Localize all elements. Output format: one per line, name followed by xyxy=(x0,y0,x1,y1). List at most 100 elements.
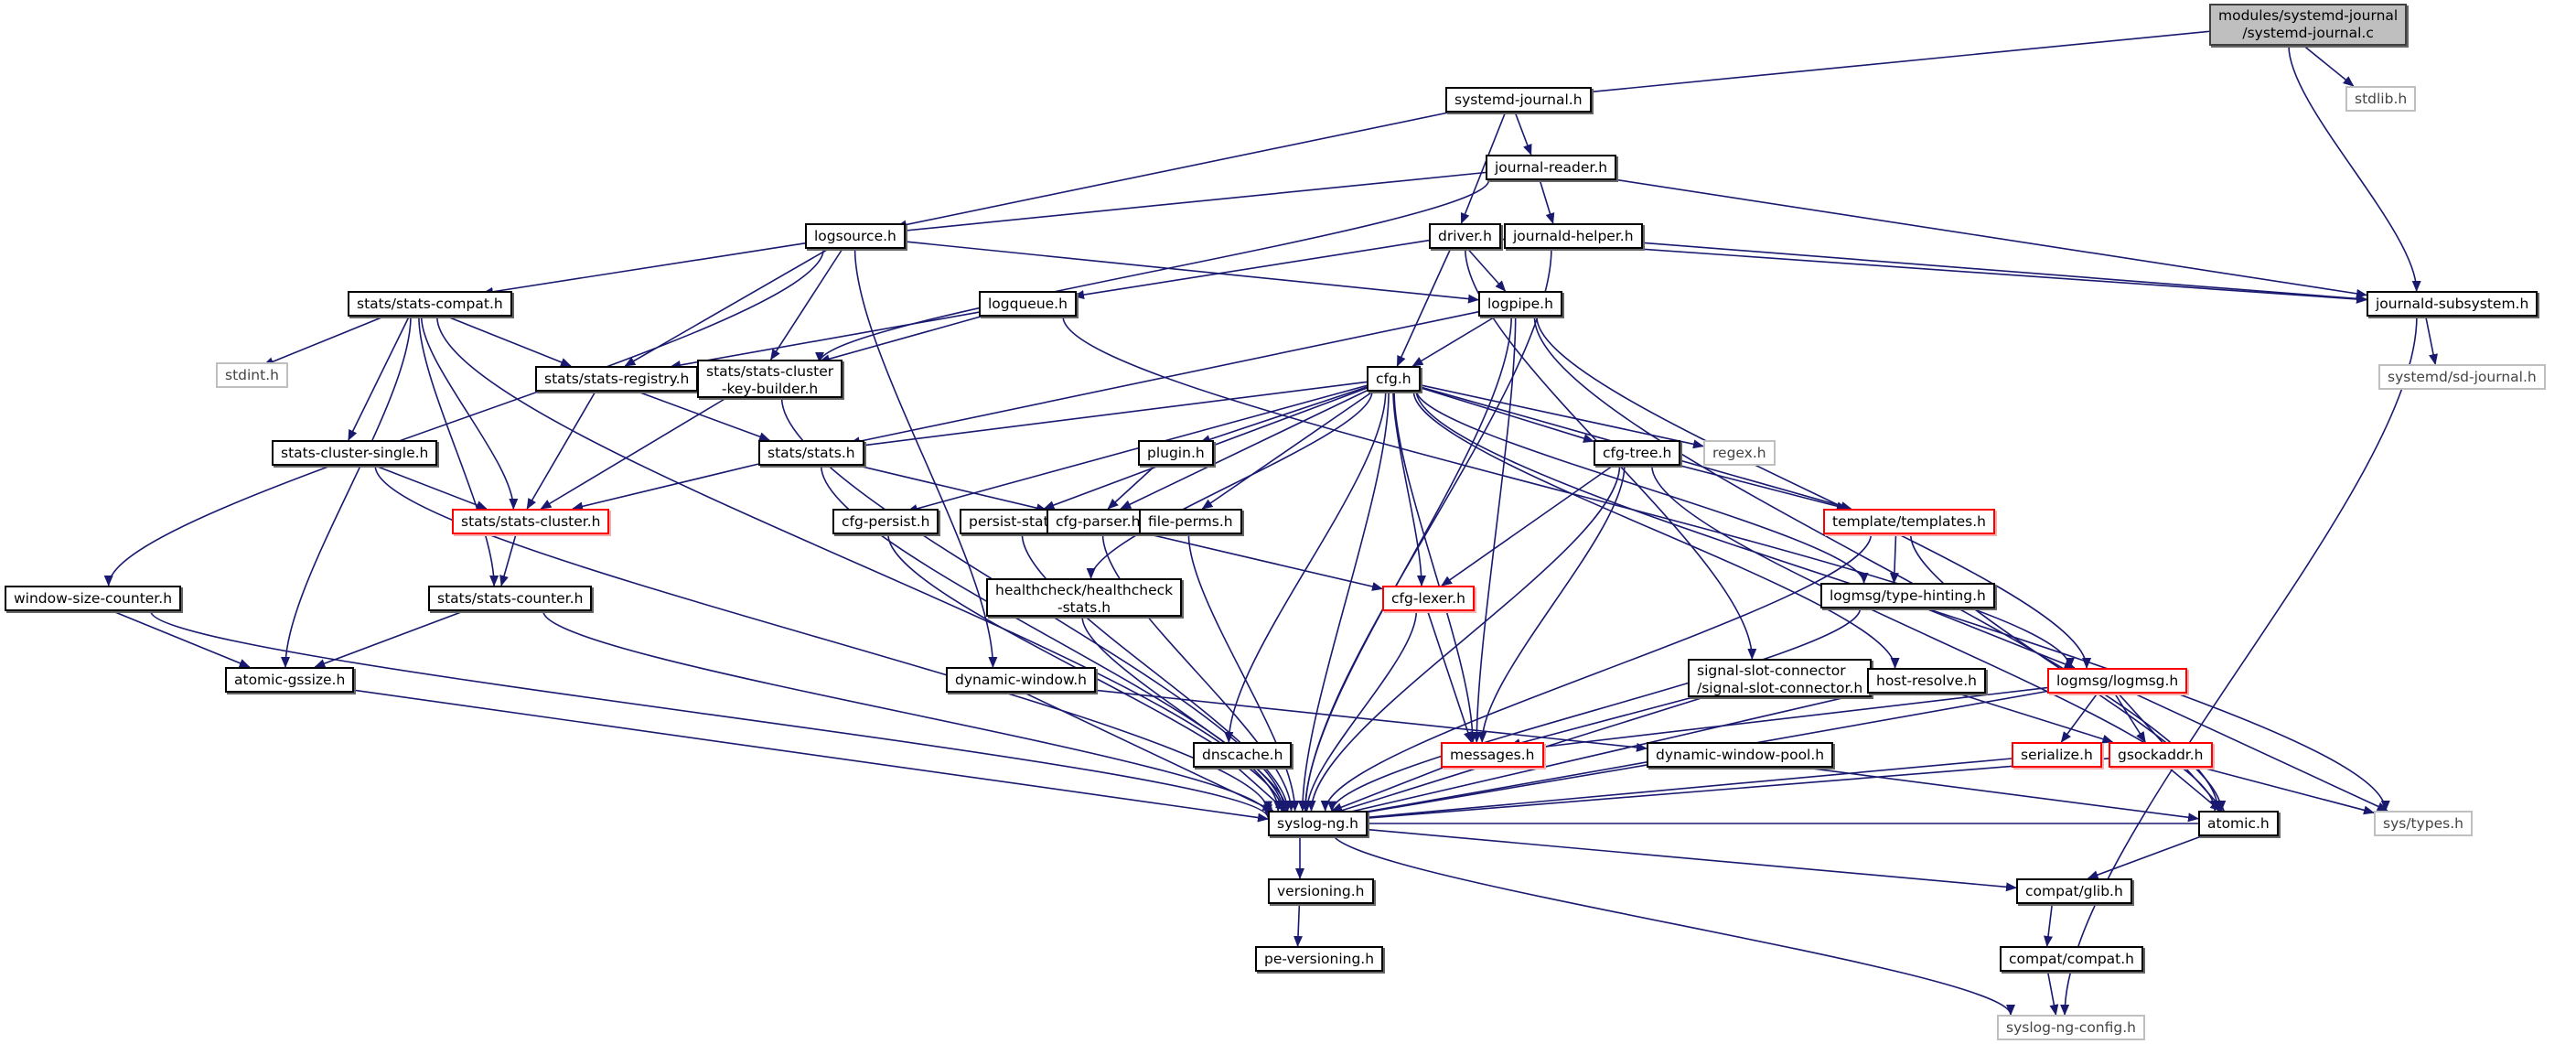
edge-dynamic-window-h-to-dynamic-window-pool-h xyxy=(1047,684,1648,752)
graph-node-dynamic-window-pool-h[interactable]: dynamic-window-pool.h xyxy=(1647,742,1834,768)
edge-stats-cluster-h-to-stats-counter-h xyxy=(499,533,517,587)
edge-stats-compat-h-to-stats-cluster-h xyxy=(420,316,519,510)
graph-node-gsockaddr-h[interactable]: gsockaddr.h xyxy=(2109,742,2213,768)
graph-node-pe-versioning-h[interactable]: pe-versioning.h xyxy=(1255,946,1384,972)
edge-stats-compat-h-to-stats-cluster-single-h xyxy=(348,316,410,441)
edge-logpipe-h-to-logmsg-logmsg-h xyxy=(1536,316,2092,669)
graph-node-logpipe-h[interactable]: logpipe.h xyxy=(1478,291,1562,317)
graph-node-journal-reader-h[interactable]: journal-reader.h xyxy=(1486,155,1617,180)
graph-node-stats-compat-h[interactable]: stats/stats-compat.h xyxy=(348,291,512,317)
edge-cfg-h-to-plugin-h xyxy=(1199,386,1368,444)
graph-node-syslog-ng-config-h[interactable]: syslog-ng-config.h xyxy=(1997,1015,2145,1040)
graph-node-signal-slot-connector-h[interactable]: signal-slot-connector /signal-slot-conne… xyxy=(1688,659,1873,697)
edge-logqueue-h-to-logmsg-logmsg-h xyxy=(1062,316,2075,669)
graph-node-logqueue-h[interactable]: logqueue.h xyxy=(979,291,1077,317)
edge-journal-reader-h-to-journald-subsystem-h xyxy=(1585,174,2367,298)
edge-journal-reader-h-to-journald-helper-h xyxy=(1539,179,1555,224)
edge-logqueue-h-to-stats-cluster-key-builder-h xyxy=(819,316,982,364)
edge-template-templates-h-to-syslog-ng-h xyxy=(1320,533,1873,812)
edge-host-resolve-h-to-gsockaddr-h xyxy=(1958,693,2114,744)
graph-node-stats-registry-h[interactable]: stats/stats-registry.h xyxy=(535,366,699,392)
edge-cfg-h-to-file-perms-h xyxy=(1201,391,1374,510)
graph-node-logmsg-logmsg-h[interactable]: logmsg/logmsg.h xyxy=(2047,668,2188,694)
graph-node-cfg-tree-h[interactable]: cfg-tree.h xyxy=(1594,440,1681,466)
edge-cfg-parser-h-to-cfg-lexer-h xyxy=(1141,532,1383,591)
edge-cfg-h-to-messages-h xyxy=(1393,391,1477,743)
graph-node-driver-h[interactable]: driver.h xyxy=(1429,223,1501,249)
edge-stats-stats-h-to-cfg-parser-h xyxy=(849,463,1047,513)
graph-node-stats-cluster-single-h[interactable]: stats-cluster-single.h xyxy=(272,440,438,466)
graph-node-compat-compat-h[interactable]: compat/compat.h xyxy=(2000,946,2144,972)
edge-compat-compat-h-to-syslog-ng-config-h xyxy=(2046,971,2059,1016)
graph-node-stats-stats-h[interactable]: stats/stats.h xyxy=(758,440,864,466)
edge-file-perms-h-to-syslog-ng-h xyxy=(1187,533,1300,812)
edge-logmsg-type-hinting-h-to-logmsg-logmsg-h xyxy=(1925,608,2076,669)
edge-plugin-h-to-cfg-parser-h xyxy=(1107,465,1156,510)
edge-syslog-ng-h-to-compat-glib-h xyxy=(1331,825,2017,892)
graph-node-stdlib-h[interactable]: stdlib.h xyxy=(2345,86,2417,112)
edge-journald-helper-h-to-journald-subsystem-h xyxy=(1609,239,2367,304)
graph-node-compat-glib-h[interactable]: compat/glib.h xyxy=(2016,878,2132,904)
graph-node-cfg-persist-h[interactable]: cfg-persist.h xyxy=(832,509,939,534)
edge-cfg-lexer-h-to-messages-h xyxy=(1426,610,1473,743)
edge-cfg-h-to-healthcheck-stats-h xyxy=(1086,391,1373,579)
edge-template-templates-h-to-logmsg-type-hinting-h xyxy=(1889,533,1899,584)
graph-node-journald-helper-h[interactable]: journald-helper.h xyxy=(1504,223,1643,249)
edge-versioning-h-to-pe-versioning-h xyxy=(1293,903,1304,947)
graph-node-versioning-h[interactable]: versioning.h xyxy=(1268,878,1374,904)
graph-node-atomic-h[interactable]: atomic.h xyxy=(2198,811,2279,836)
graph-node-syslog-ng-h[interactable]: syslog-ng.h xyxy=(1268,811,1368,836)
graph-node-plugin-h[interactable]: plugin.h xyxy=(1138,440,1214,466)
graph-node-logsource-h[interactable]: logsource.h xyxy=(805,223,906,249)
graph-node-systemd-journal-h[interactable]: systemd-journal.h xyxy=(1445,87,1592,113)
edge-logsource-h-to-stats-cluster-key-builder-h xyxy=(769,248,843,361)
edge-logqueue-h-to-stats-registry-h xyxy=(670,311,980,370)
graph-node-root[interactable]: modules/systemd-journal /systemd-journal… xyxy=(2209,4,2408,46)
graph-node-cfg-h[interactable]: cfg.h xyxy=(1367,366,1421,392)
edge-logsource-h-to-window-size-counter-h xyxy=(103,248,825,587)
edge-logpipe-h-to-syslog-ng-h xyxy=(1300,316,1512,812)
graph-node-stdint-h[interactable]: stdint.h xyxy=(216,362,288,388)
edge-dynamic-window-pool-h-to-syslog-ng-h xyxy=(1331,764,1648,822)
graph-node-stats-cluster-key-builder-h[interactable]: stats/stats-cluster -key-builder.h xyxy=(697,360,843,398)
edge-stats-registry-h-to-stats-cluster-h xyxy=(526,391,596,510)
edge-cfg-tree-h-to-syslog-ng-h xyxy=(1306,465,1621,812)
graph-node-host-resolve-h[interactable]: host-resolve.h xyxy=(1867,668,1986,694)
edge-atomic-h-to-compat-glib-h xyxy=(2087,835,2202,879)
graph-node-dnscache-h[interactable]: dnscache.h xyxy=(1193,742,1293,768)
graph-node-dynamic-window-h[interactable]: dynamic-window.h xyxy=(946,667,1096,693)
graph-node-template-templates-h[interactable]: template/templates.h xyxy=(1823,509,1995,534)
edge-journald-helper-h-to-syslog-ng-h xyxy=(1301,248,1552,812)
edge-journal-reader-h-to-logsource-h xyxy=(896,171,1487,235)
edge-root-to-systemd-journal-h xyxy=(1574,30,2210,98)
edge-stats-stats-h-to-stats-cluster-h xyxy=(572,463,759,511)
edge-logsource-h-to-dynamic-window-h xyxy=(853,248,998,668)
graph-node-regex-h[interactable]: regex.h xyxy=(1703,440,1776,466)
graph-node-file-perms-h[interactable]: file-perms.h xyxy=(1139,509,1242,534)
edge-cfg-tree-h-to-cfg-lexer-h xyxy=(1441,465,1614,587)
graph-node-messages-h[interactable]: messages.h xyxy=(1441,742,1544,768)
edge-gsockaddr-h-to-atomic-h xyxy=(2168,767,2221,812)
edge-stats-cluster-key-builder-h-to-stats-cluster-h xyxy=(540,397,727,510)
edge-healthcheck-stats-h-to-syslog-ng-h xyxy=(1081,616,1292,812)
edge-atomic-gssize-h-to-syslog-ng-h xyxy=(336,686,1269,823)
graph-node-cfg-lexer-h[interactable]: cfg-lexer.h xyxy=(1382,586,1475,611)
edge-root-to-journald-subsystem-h xyxy=(2288,45,2421,292)
graph-node-stats-counter-h[interactable]: stats/stats-counter.h xyxy=(428,586,593,611)
graph-node-stats-cluster-h[interactable]: stats/stats-cluster.h xyxy=(452,509,610,534)
graph-node-logmsg-type-hinting-h[interactable]: logmsg/type-hinting.h xyxy=(1820,583,1995,608)
edge-stats-compat-h-to-stdint-h xyxy=(263,316,384,367)
edge-cfg-h-to-cfg-persist-h xyxy=(907,384,1368,513)
graph-node-window-size-counter-h[interactable]: window-size-counter.h xyxy=(5,586,182,611)
graph-node-serialize-h[interactable]: serialize.h xyxy=(2012,742,2102,768)
graph-node-cfg-parser-h[interactable]: cfg-parser.h xyxy=(1046,509,1150,534)
edge-logpipe-h-to-cfg-h xyxy=(1411,316,1497,367)
graph-node-sys-types-h[interactable]: sys/types.h xyxy=(2374,811,2473,836)
graph-node-healthcheck-stats-h[interactable]: healthcheck/healthcheck -stats.h xyxy=(986,578,1183,617)
graph-node-systemd-sd-journal-h[interactable]: systemd/sd-journal.h xyxy=(2378,364,2546,390)
graph-node-journald-subsystem-h[interactable]: journald-subsystem.h xyxy=(2367,291,2538,317)
edge-driver-h-to-logqueue-h xyxy=(1073,239,1430,300)
graph-node-atomic-gssize-h[interactable]: atomic-gssize.h xyxy=(225,667,355,693)
edge-cfg-h-to-host-resolve-h xyxy=(1412,391,1900,669)
